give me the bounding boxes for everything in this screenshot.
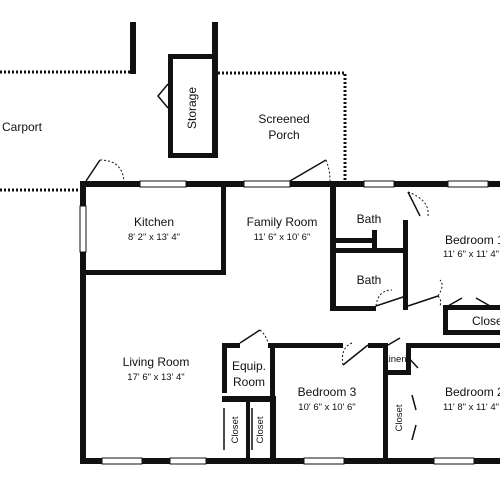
bedroom-3-dims: 10' 6" x 10' 6" <box>298 402 355 413</box>
bedroom-1-dims: 11' 6" x 11' 4" <box>443 249 499 260</box>
windows <box>79 180 489 465</box>
living-room-label: Living Room <box>123 355 190 369</box>
family-room-dims: 11' 6" x 10' 6" <box>254 232 311 243</box>
kitchen-dims: 8' 2" x 13' 4" <box>128 232 180 243</box>
carport-walls <box>130 22 136 74</box>
closet-right-label: Closet <box>255 416 266 443</box>
screened-porch-label-line1: Screened <box>258 112 309 126</box>
doors <box>85 159 491 450</box>
screened-porch-label-line2: Porch <box>268 128 299 142</box>
closet-bed2-label: Closet <box>394 404 405 431</box>
room-labels: Carport Storage Screened Porch Kitchen 8… <box>2 87 500 444</box>
living-room-dims: 17' 6" x 13' 4" <box>127 372 184 383</box>
bedroom-2-dims: 11' 8" x 11' 4" <box>443 402 499 413</box>
carport-label: Carport <box>2 120 43 134</box>
bath-1-label: Bath <box>357 212 382 226</box>
bedroom-2-label: Bedroom 2 <box>445 385 500 399</box>
bedroom-3-label: Bedroom 3 <box>298 385 357 399</box>
equip-room-label-line2: Room <box>233 375 265 389</box>
storage-walls <box>157 22 218 158</box>
bath-2-label: Bath <box>357 273 382 287</box>
bedroom-1-label: Bedroom 1 <box>445 233 500 247</box>
exterior-walls <box>80 181 500 464</box>
kitchen-label: Kitchen <box>134 215 174 229</box>
dotted-boundaries <box>0 70 347 192</box>
closet-left-label: Closet <box>230 416 241 443</box>
closet-bed1-label: Closet <box>472 314 500 328</box>
storage-label: Storage <box>185 87 199 129</box>
equip-room-label-line1: Equip. <box>232 359 266 373</box>
family-room-label: Family Room <box>247 215 318 229</box>
linen-label: Linen <box>383 354 406 365</box>
